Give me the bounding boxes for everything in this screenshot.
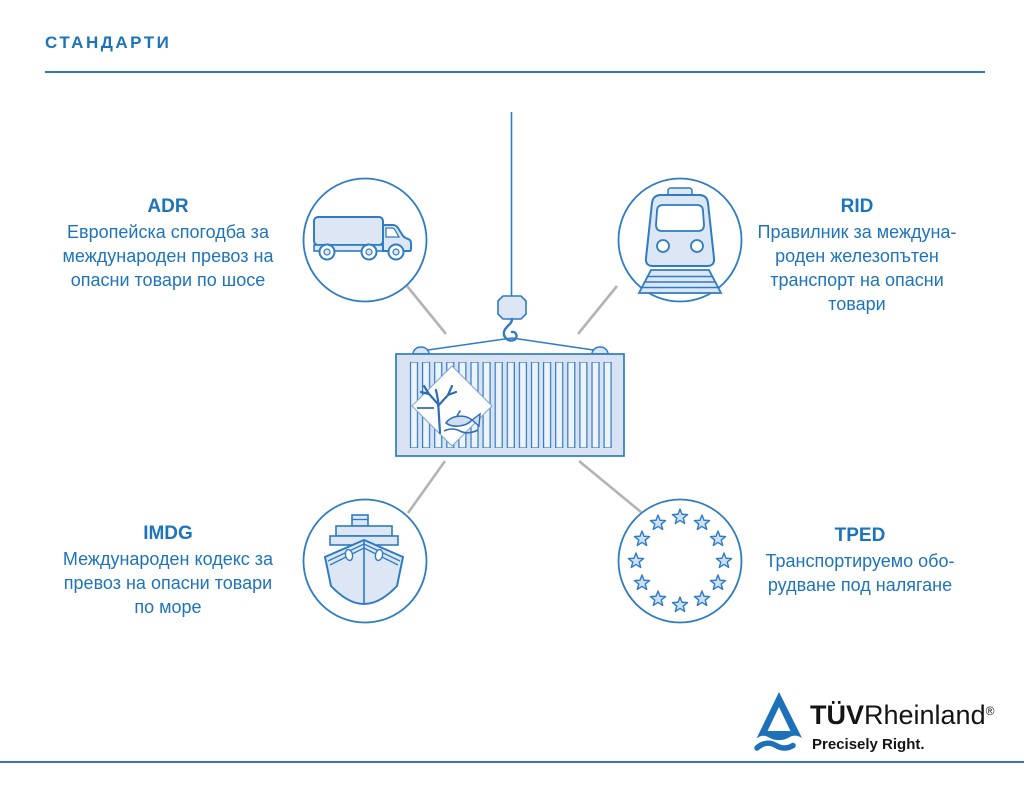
standard-imdg-description: Международен кодекс за превоз на опасни … (62, 549, 274, 617)
logo-tuv: TÜV (810, 700, 864, 730)
standard-tped-description: Транспортируемо обо- рудване под наляган… (765, 551, 955, 595)
standard-rid-code: RID (840, 196, 874, 217)
crane-hook-icon (420, 112, 601, 352)
tuv-triangle-icon (754, 692, 802, 751)
train-icon (637, 187, 723, 294)
logo-tagline: Precisely Right. (812, 736, 925, 753)
standard-imdg-code: IMDG (143, 523, 193, 544)
truck-icon (313, 216, 412, 261)
standard-imdg: IMDG Международен кодекс за превоз на оп… (20, 522, 316, 619)
logo-rheinland: Rheinland (864, 700, 986, 730)
standard-tped-code: TPED (834, 525, 886, 546)
environmentally-hazardous-diamond-icon (411, 365, 493, 447)
standard-rid: RID Правилник за междуна- роден железопъ… (737, 195, 977, 316)
standard-adr-code: ADR (147, 196, 189, 217)
standard-adr-description: Европейска спогодба за международен прев… (62, 222, 274, 290)
ship-icon (323, 514, 405, 606)
header-rule (45, 71, 985, 73)
tuv-rheinland-logo: TÜVRheinland® Precisely Right. (753, 690, 994, 760)
standard-rid-description: Правилник за междуна- роден железопътен … (757, 222, 957, 314)
standard-adr: ADR Европейска спогодба за международен … (20, 195, 316, 292)
footer-rule (0, 761, 1024, 763)
connector-lines (405, 285, 642, 514)
standard-tped: TPED Транспортируемо обо- рудване под на… (737, 524, 983, 597)
page-title: СТАНДАРТИ (45, 33, 172, 52)
logo-wordmark: TÜVRheinland® (810, 700, 994, 731)
registered-mark: ® (985, 704, 995, 718)
